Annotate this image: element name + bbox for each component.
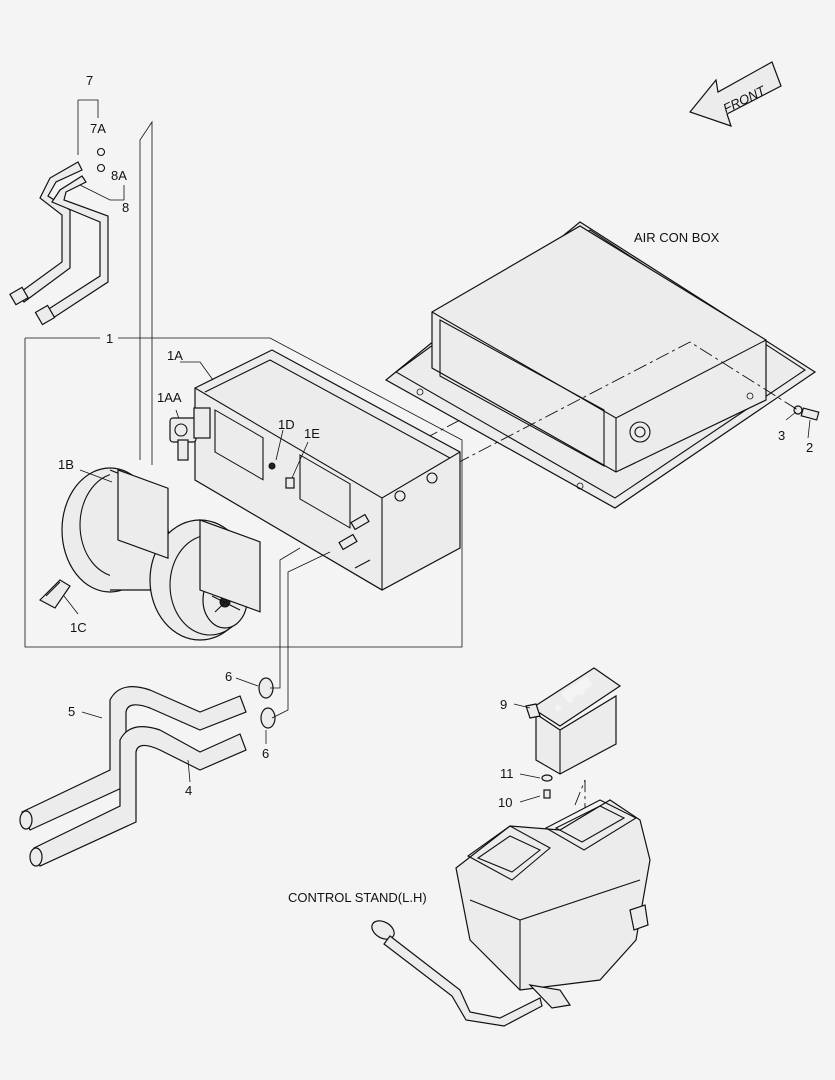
air-con-box-label: AIR CON BOX	[634, 230, 720, 245]
callout-6-top: 6	[225, 669, 232, 684]
front-arrow-icon	[688, 61, 782, 127]
hvac-unit-part	[194, 349, 461, 591]
expansion-valve-part	[169, 407, 211, 461]
callout-8A: 8A	[111, 168, 127, 183]
callout-10: 10	[498, 795, 512, 810]
control-panel-part	[525, 667, 622, 775]
callout-1E: 1E	[304, 426, 320, 441]
air-con-box-part	[384, 221, 817, 509]
callout-3: 3	[778, 428, 785, 443]
callout-1C: 1C	[70, 620, 87, 635]
callout-9: 9	[500, 697, 507, 712]
control-stand-label: CONTROL STAND(L.H)	[288, 890, 427, 905]
callout-7A: 7A	[90, 121, 106, 136]
assembly-frame	[24, 120, 463, 648]
screw-washer-part	[541, 774, 553, 799]
callout-1: 1	[106, 331, 113, 346]
callout-7: 7	[86, 73, 93, 88]
callout-1B: 1B	[58, 457, 74, 472]
bracket-part	[39, 579, 71, 609]
callout-1D: 1D	[278, 417, 295, 432]
callout-2: 2	[806, 440, 813, 455]
blower-part	[61, 467, 261, 641]
callout-6-bottom: 6	[262, 746, 269, 761]
callout-8: 8	[122, 200, 129, 215]
bolt-washer-part	[785, 405, 820, 439]
callout-1AA: 1AA	[157, 390, 182, 405]
control-stand-part	[455, 799, 651, 1009]
control-lever-part	[371, 920, 543, 1027]
heater-hose-part	[19, 686, 247, 867]
callout-11: 11	[500, 766, 514, 781]
hose-clamp-part	[258, 547, 331, 729]
callout-5: 5	[68, 704, 75, 719]
pipe-assembly-part	[9, 99, 125, 326]
callout-4: 4	[185, 783, 192, 798]
callout-1A: 1A	[167, 348, 183, 363]
